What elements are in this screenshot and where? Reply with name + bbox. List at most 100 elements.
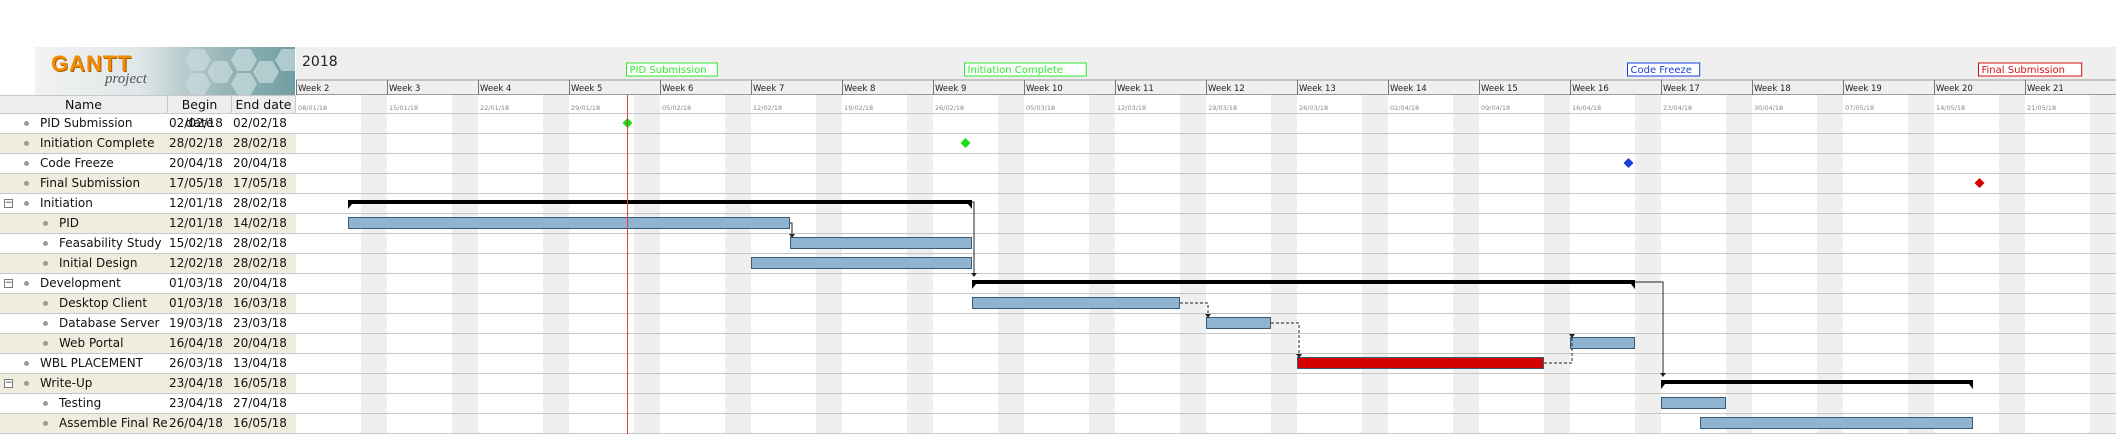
collapse-toggle-icon[interactable]: − <box>4 198 13 208</box>
task-bar[interactable] <box>348 217 790 229</box>
task-name[interactable]: Final Submission <box>40 176 141 190</box>
task-name[interactable]: Initiation Complete <box>40 136 155 150</box>
task-begin-date[interactable]: 23/04/18 <box>169 376 223 390</box>
task-name[interactable]: PID Submission <box>40 116 133 130</box>
task-end-date[interactable]: 17/05/18 <box>233 176 287 190</box>
task-end-date[interactable]: 23/03/18 <box>233 316 287 330</box>
task-bar[interactable] <box>1206 317 1271 329</box>
task-row[interactable]: Initiation Complete 28/02/18 28/02/18 <box>0 134 296 154</box>
task-name[interactable]: Development <box>40 276 121 290</box>
task-row[interactable]: Final Submission 17/05/18 17/05/18 <box>0 174 296 194</box>
task-end-date[interactable]: 27/04/18 <box>233 396 287 410</box>
task-end-date[interactable]: 16/05/18 <box>233 416 287 430</box>
milestone-diamond[interactable] <box>1623 158 1634 168</box>
task-bar[interactable] <box>751 257 972 269</box>
summary-task-bar[interactable] <box>1661 380 1973 384</box>
task-name[interactable]: Initial Design <box>59 256 138 270</box>
task-name[interactable]: Web Portal <box>59 336 124 350</box>
milestone-flag-text: PID Submission <box>630 65 707 76</box>
task-row[interactable]: Initial Design 12/02/18 28/02/18 <box>0 254 296 274</box>
task-begin-date[interactable]: 26/04/18 <box>169 416 223 430</box>
task-bar[interactable] <box>1661 397 1726 409</box>
column-header-begin-date[interactable]: Begin date <box>168 96 232 130</box>
week-label: Week 11 <box>1117 84 1154 94</box>
task-name[interactable]: Feasability Study <box>59 236 162 250</box>
task-row[interactable]: − Initiation 12/01/18 28/02/18 <box>0 194 296 214</box>
milestone-diamond[interactable] <box>1974 178 1985 188</box>
task-row[interactable]: Web Portal 16/04/18 20/04/18 <box>0 334 296 354</box>
weekend-band <box>1726 95 1752 434</box>
task-end-date[interactable]: 28/02/18 <box>233 256 287 270</box>
task-bullet-icon <box>24 281 29 286</box>
task-begin-date[interactable]: 01/03/18 <box>169 276 223 290</box>
milestone-flag[interactable]: PID Submission <box>626 62 718 77</box>
task-begin-date[interactable]: 19/03/18 <box>169 316 223 330</box>
task-begin-date[interactable]: 23/04/18 <box>169 396 223 410</box>
task-begin-date[interactable]: 16/04/18 <box>169 336 223 350</box>
milestone-flag[interactable]: Initiation Complete <box>964 62 1087 77</box>
task-begin-date[interactable]: 28/02/18 <box>169 136 223 150</box>
task-row[interactable]: Testing 23/04/18 27/04/18 <box>0 394 296 414</box>
task-end-date[interactable]: 28/02/18 <box>233 236 287 250</box>
task-begin-date[interactable]: 26/03/18 <box>169 356 223 370</box>
task-row[interactable]: Database Server 19/03/18 23/03/18 <box>0 314 296 334</box>
task-name[interactable]: Assemble Final Re... <box>59 416 167 430</box>
task-end-date[interactable]: 13/04/18 <box>233 356 287 370</box>
task-row[interactable]: Code Freeze 20/04/18 20/04/18 <box>0 154 296 174</box>
task-end-date[interactable]: 28/02/18 <box>233 196 287 210</box>
task-name[interactable]: Code Freeze <box>40 156 114 170</box>
task-end-date[interactable]: 20/04/18 <box>233 276 287 290</box>
task-begin-date[interactable]: 01/03/18 <box>169 296 223 310</box>
task-bullet-icon <box>43 241 48 246</box>
task-bar[interactable] <box>790 237 972 249</box>
task-begin-date[interactable]: 17/05/18 <box>169 176 223 190</box>
task-bar[interactable] <box>1700 417 1973 429</box>
task-row[interactable]: Feasability Study 15/02/18 28/02/18 <box>0 234 296 254</box>
task-bar[interactable] <box>972 297 1180 309</box>
task-row[interactable]: − Write-Up 23/04/18 16/05/18 <box>0 374 296 394</box>
task-begin-date[interactable]: 12/02/18 <box>169 256 223 270</box>
summary-task-bar[interactable] <box>348 200 972 204</box>
task-name[interactable]: PID <box>59 216 80 230</box>
task-end-date[interactable]: 16/05/18 <box>233 376 287 390</box>
task-begin-date[interactable]: 20/04/18 <box>169 156 223 170</box>
task-bar[interactable] <box>1570 337 1635 349</box>
task-begin-date[interactable]: 02/02/18 <box>169 116 223 130</box>
task-name[interactable]: Database Server <box>59 316 160 330</box>
task-end-date[interactable]: 20/04/18 <box>233 336 287 350</box>
task-row[interactable]: Desktop Client 01/03/18 16/03/18 <box>0 294 296 314</box>
task-name[interactable]: Desktop Client <box>59 296 148 310</box>
week-date-label: 26/02/18 <box>935 104 964 112</box>
summary-task-bar[interactable] <box>972 280 1635 284</box>
task-name[interactable]: Testing <box>59 396 102 410</box>
task-end-date[interactable]: 14/02/18 <box>233 216 287 230</box>
column-header-end-date[interactable]: End date <box>232 96 296 114</box>
collapse-toggle-icon[interactable]: − <box>4 378 13 388</box>
weekend-band <box>1180 95 1206 434</box>
task-begin-date[interactable]: 15/02/18 <box>169 236 223 250</box>
task-end-date[interactable]: 20/04/18 <box>233 156 287 170</box>
milestone-flag[interactable]: Final Submission <box>1978 62 2083 77</box>
milestone-flag[interactable]: Code Freeze <box>1627 62 1701 77</box>
task-name[interactable]: Write-Up <box>40 376 93 390</box>
task-end-date[interactable]: 16/03/18 <box>233 296 287 310</box>
task-name[interactable]: Initiation <box>40 196 93 210</box>
task-row[interactable]: PID 12/01/18 14/02/18 <box>0 214 296 234</box>
task-begin-date[interactable]: 12/01/18 <box>169 216 223 230</box>
collapse-toggle-icon[interactable]: − <box>4 278 13 288</box>
task-row[interactable]: PID Submission 02/02/18 02/02/18 <box>0 114 296 134</box>
milestone-diamond[interactable] <box>960 138 971 148</box>
task-name[interactable]: WBL PLACEMENT <box>40 356 143 370</box>
task-end-date[interactable]: 02/02/18 <box>233 116 287 130</box>
task-bar[interactable] <box>1297 357 1544 369</box>
task-end-date[interactable]: 28/02/18 <box>233 136 287 150</box>
task-row[interactable]: Assemble Final Re...26/04/18 16/05/18 <box>0 414 296 434</box>
task-row[interactable]: − Development 01/03/18 20/04/18 <box>0 274 296 294</box>
week-date-label: 15/01/18 <box>389 104 418 112</box>
task-begin-date[interactable]: 12/01/18 <box>169 196 223 210</box>
task-row[interactable]: WBL PLACEMENT 26/03/18 13/04/18 <box>0 354 296 374</box>
column-header-name[interactable]: Name <box>0 96 168 114</box>
